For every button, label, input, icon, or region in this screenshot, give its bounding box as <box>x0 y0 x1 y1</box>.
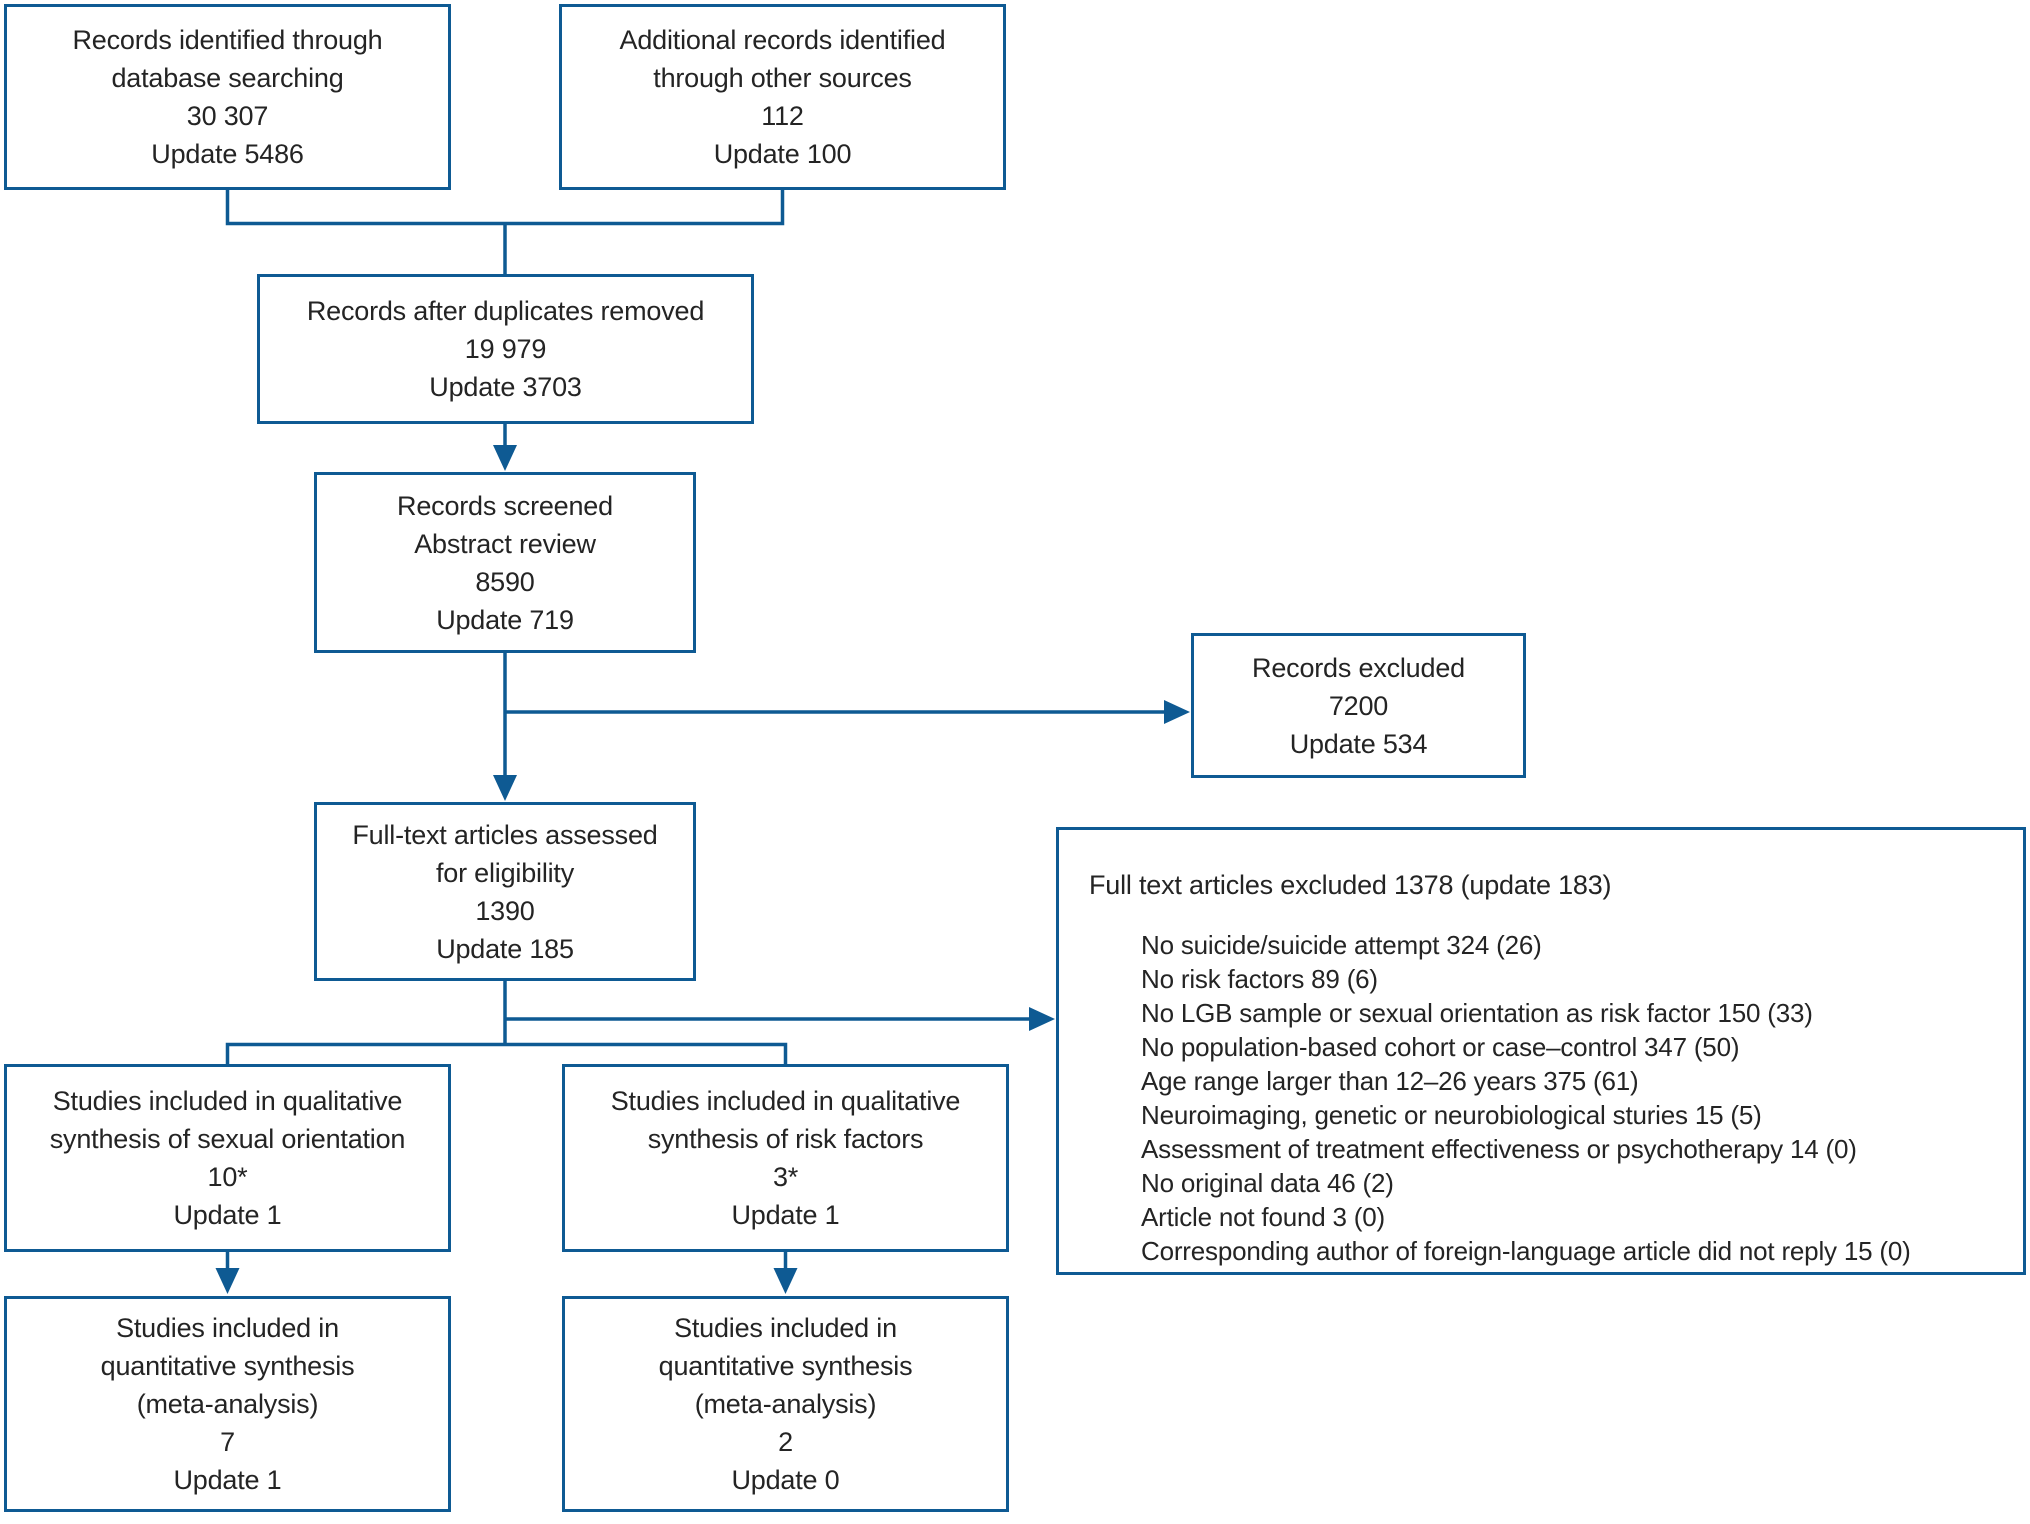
box-update-count: Update 5486 <box>151 139 304 169</box>
box-update-count: Update 100 <box>713 139 852 169</box>
arrowhead-down-screened-icon <box>493 445 517 471</box>
connector-identification-merge <box>225 190 785 226</box>
box-count: 19 979 <box>464 334 547 364</box>
box-additional-records: Additional records identified through ot… <box>559 4 1006 190</box>
box-text-line: quantitative synthesis <box>100 1351 355 1381</box>
exclusion-reason: No risk factors 89 (6) <box>1141 964 1378 994</box>
exclusion-reason: No suicide/suicide attempt 324 (26) <box>1141 930 1542 960</box>
arrowhead-down-quant-right-icon <box>773 1268 798 1294</box>
box-text-line: Studies included in qualitative <box>52 1086 403 1116</box>
box-count: 7 <box>220 1427 235 1457</box>
box-quantitative-sexual-orientation: Studies included in quantitative synthes… <box>4 1296 451 1512</box>
box-fulltext-assessed: Full-text articles assessed for eligibil… <box>314 802 696 981</box>
arrowhead-right-fulltext-excluded-icon <box>1029 1007 1055 1031</box>
exclusion-reason: Article not found 3 (0) <box>1141 1202 1385 1232</box>
box-update-count: Update 3703 <box>429 372 582 402</box>
box-text-line: Records identified through <box>72 25 383 55</box>
box-records-identified: Records identified through database sear… <box>4 4 451 190</box>
box-count: 8590 <box>475 566 535 597</box>
box-count: 1390 <box>475 895 535 926</box>
box-count: 30 307 <box>186 101 269 131</box>
box-count: 112 <box>761 101 804 131</box>
box-text-line: (meta-analysis) <box>694 1389 877 1419</box>
box-fulltext-excluded-reasons: Full text articles excluded 1378 (update… <box>1056 827 2026 1275</box>
exclusion-reason-list: No suicide/suicide attempt 324 (26) No r… <box>1141 928 2007 1268</box>
box-text-line: Studies included in qualitative <box>610 1086 961 1116</box>
exclusion-reason: Neuroimaging, genetic or neurobiological… <box>1141 1100 1762 1130</box>
box-text-line: Abstract review <box>414 528 596 559</box>
arrowhead-down-quant-left-icon <box>215 1268 240 1294</box>
box-qualitative-sexual-orientation: Studies included in qualitative synthesi… <box>4 1064 451 1252</box>
box-count: 3* <box>772 1162 799 1192</box>
arrowhead-down-fulltext-icon <box>493 775 517 801</box>
box-update-count: Update 0 <box>731 1465 840 1495</box>
box-text-line: database searching <box>111 63 344 93</box>
box-text-line: (meta-analysis) <box>136 1389 319 1419</box>
exclusion-reason: No LGB sample or sexual orientation as r… <box>1141 998 1813 1028</box>
box-text-line: Additional records identified <box>619 25 946 55</box>
box-count: 7200 <box>1328 690 1389 721</box>
box-text-line: for eligibility <box>435 857 575 888</box>
exclusion-reason: No original data 46 (2) <box>1141 1168 1394 1198</box>
box-text-line: synthesis of risk factors <box>647 1124 924 1154</box>
exclusion-reason: Age range larger than 12–26 years 375 (6… <box>1141 1066 1639 1096</box>
box-update-count: Update 1 <box>173 1465 282 1495</box>
box-records-excluded: Records excluded 7200 Update 534 <box>1191 633 1526 778</box>
box-text-line: Studies included in <box>116 1313 339 1343</box>
box-text-line: quantitative synthesis <box>658 1351 913 1381</box>
box-text-line: through other sources <box>653 63 912 93</box>
box-count: 10* <box>207 1162 248 1192</box>
box-update-count: Update 719 <box>436 604 574 635</box>
box-update-count: Update 1 <box>173 1200 282 1230</box>
box-quantitative-risk-factors: Studies included in quantitative synthes… <box>562 1296 1009 1512</box>
box-qualitative-risk-factors: Studies included in qualitative synthesi… <box>562 1064 1009 1252</box>
exclusion-reason: Corresponding author of foreign-language… <box>1141 1236 1911 1266</box>
box-text-line: Studies included in <box>674 1313 897 1343</box>
arrowhead-right-records-excluded-icon <box>1164 700 1190 724</box>
box-text-line: synthesis of sexual orientation <box>49 1124 406 1154</box>
box-count: 2 <box>778 1427 793 1457</box>
exclusion-reason: No population-based cohort or case–contr… <box>1141 1032 1740 1062</box>
box-text-line: Full-text articles assessed <box>352 819 658 850</box>
box-update-count: Update 185 <box>436 933 574 964</box>
exclusion-reason: Assessment of treatment effectiveness or… <box>1141 1134 1857 1164</box>
box-duplicates-removed: Records after duplicates removed 19 979 … <box>257 274 754 424</box>
box-update-count: Update 1 <box>731 1200 840 1230</box>
box-text-line: Records after duplicates removed <box>306 296 705 326</box>
box-text-line: Records excluded <box>1252 652 1465 683</box>
box-update-count: Update 534 <box>1289 728 1428 759</box>
connector-qualitative-split <box>225 1042 788 1064</box>
box-text-line: Records screened <box>397 490 613 521</box>
exclusion-title: Full text articles excluded 1378 (update… <box>1089 870 1612 900</box>
box-records-screened: Records screened Abstract review 8590 Up… <box>314 472 696 653</box>
